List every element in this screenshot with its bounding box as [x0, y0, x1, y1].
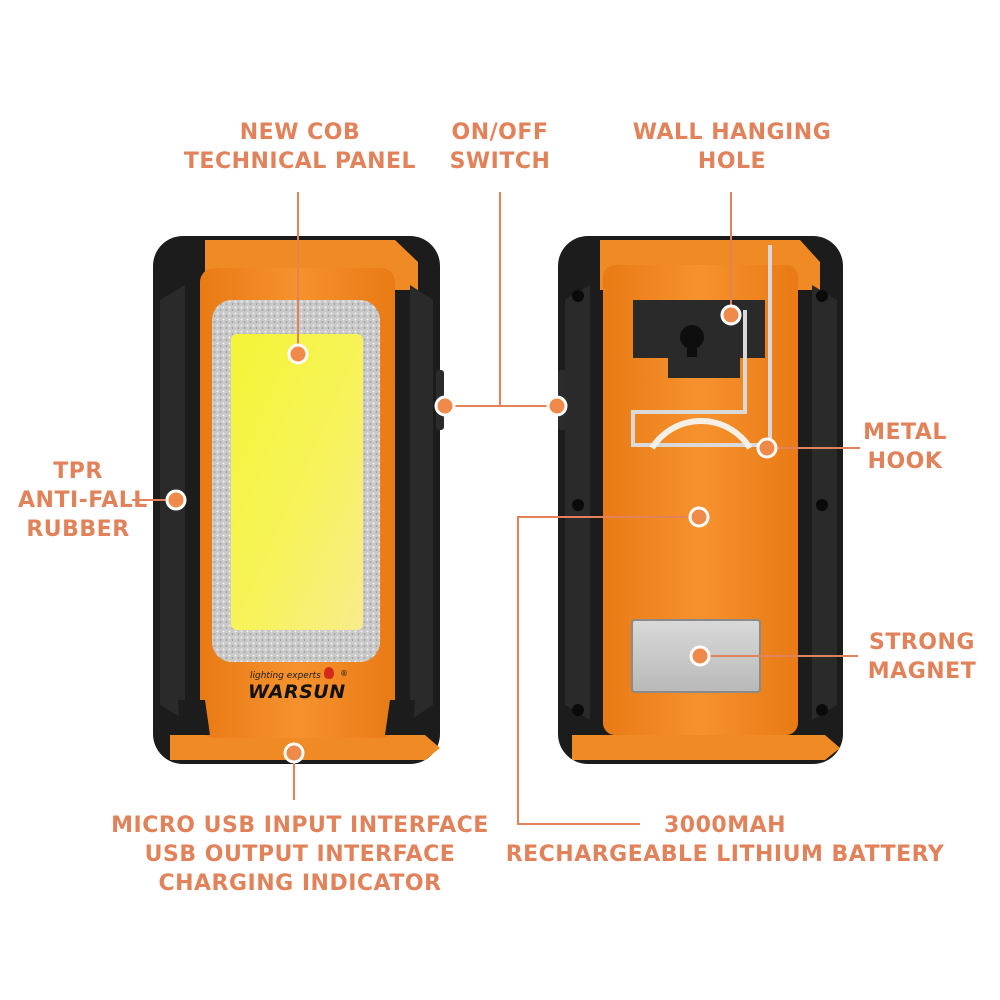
screw-hole	[816, 704, 828, 716]
battery-leader	[517, 516, 698, 825]
label-cob-panel: NEW COB TECHNICAL PANEL	[183, 120, 417, 174]
screw-hole	[572, 704, 584, 716]
brand-tagline: lighting experts	[250, 671, 321, 681]
label-metal-hook: METAL HOOK	[863, 420, 947, 474]
hook-arc	[649, 418, 753, 450]
switch-dot-back	[546, 395, 568, 417]
front-right-rib	[410, 285, 433, 720]
label-wall-hanging-hole: WALL HANGING HOLE	[632, 120, 832, 174]
battery-dot	[688, 506, 710, 528]
leader-lines	[132, 192, 860, 825]
screw-hole	[572, 290, 584, 302]
label-on-off-switch: ON/OFF SWITCH	[449, 120, 551, 174]
flame-icon	[324, 667, 334, 679]
magnet-dot	[689, 645, 711, 667]
hook-dot	[756, 437, 778, 459]
screw-hole	[816, 499, 828, 511]
wall-hole-dot	[720, 304, 742, 326]
switch-dot-front	[434, 395, 456, 417]
usb-dot	[283, 742, 305, 764]
switch-leader-left	[447, 192, 501, 407]
rubber-dot	[165, 489, 187, 511]
back-bottom-rail	[572, 735, 840, 760]
metal-hook-wire	[631, 245, 772, 447]
label-battery: 3000MAH RECHARGEABLE LITHIUM BATTERY	[505, 813, 945, 867]
brand-registered: ®	[340, 669, 348, 678]
screw-hole	[572, 499, 584, 511]
cob-dot	[287, 343, 309, 365]
brand-name: WARSUN	[248, 681, 346, 703]
label-usb-interfaces: MICRO USB INPUT INTERFACE USB OUTPUT INT…	[111, 813, 489, 896]
label-tpr-rubber: TPR ANTI-FALL RUBBER	[18, 459, 148, 542]
brand-logo: lighting experts ® WARSUN	[238, 667, 358, 707]
front-bottom-rail	[170, 735, 440, 760]
callout-dots	[165, 304, 778, 764]
label-strong-magnet: STRONG MAGNET	[867, 630, 977, 684]
cob-panel	[231, 334, 363, 630]
back-orange-panel	[603, 265, 798, 735]
screw-hole	[816, 290, 828, 302]
back-lamp	[558, 236, 843, 764]
